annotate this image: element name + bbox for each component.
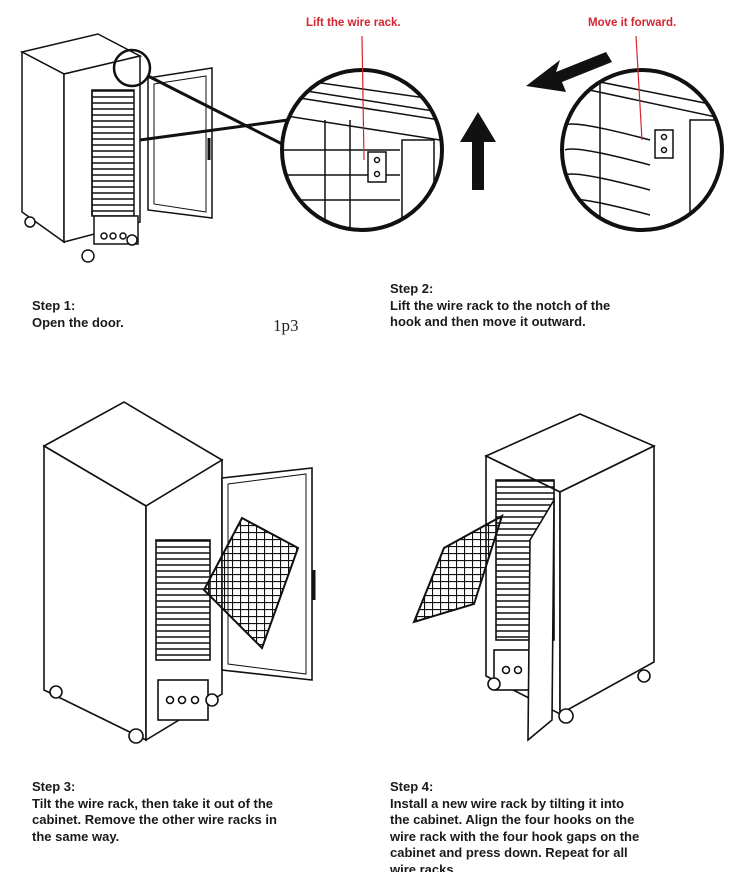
arrow-up-icon	[460, 112, 496, 190]
step-1-title: Step 1:	[32, 298, 76, 313]
page-code: 1p3	[273, 316, 299, 335]
zoom-connector-lines	[139, 74, 291, 150]
step-4-line: the cabinet. Align the four hooks on the	[390, 812, 635, 827]
step-4-line: wire racks.	[390, 861, 458, 872]
step-4-line: wire rack with the four hook gaps on the	[390, 828, 640, 844]
step2-forward-detail	[560, 35, 724, 232]
step-2-block: Step 2: Lift the wire rack to the notch …	[390, 281, 710, 331]
step-3-line: the same way.	[32, 828, 120, 844]
step-1-line: Open the door.	[32, 314, 124, 330]
step-4-title: Step 4:	[390, 779, 434, 794]
step-2-line: hook and then move it outward.	[390, 314, 586, 329]
step1-cabinet-figure	[19, 33, 213, 263]
step-1-block: Step 1: Open the door.	[32, 298, 252, 331]
step-3-title: Step 3:	[32, 779, 76, 794]
callout-forward-label: Move it forward.	[588, 17, 677, 29]
callout-lift-label: Lift the wire rack.	[306, 17, 401, 29]
arrow-forward-icon	[526, 52, 612, 92]
step-2-title: Step 2:	[390, 281, 434, 296]
step-4-line: Install a new wire rack by tilting it in…	[390, 795, 625, 811]
step-3-block: Step 3: Tilt the wire rack, then take it…	[32, 779, 352, 845]
step-2-line: Lift the wire rack to the notch of the	[390, 297, 611, 313]
step-3-line: Tilt the wire rack, then take it out of …	[32, 795, 274, 811]
step-3-line: cabinet. Remove the other wire racks in	[32, 812, 277, 827]
step-4-line: cabinet and press down. Repeat for all	[390, 845, 628, 860]
step-4-block: Step 4: Install a new wire rack by tilti…	[390, 779, 720, 872]
step3-cabinet-figure	[42, 401, 316, 744]
step4-cabinet-figure	[412, 413, 656, 742]
step2-lift-detail	[280, 35, 444, 232]
